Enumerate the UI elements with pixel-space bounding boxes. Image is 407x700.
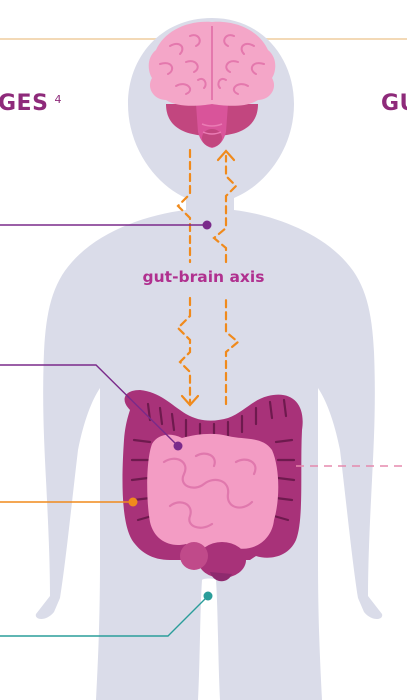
heading-left: GES 4 [0,91,62,116]
pointer-dot-colon [174,442,183,451]
heading-right-text: GU [381,91,407,116]
heading-left-reference: 4 [54,93,62,106]
heading-right: GU [381,91,407,116]
heading-left-text: GES [0,91,48,116]
pointer-dot-small-intestine [129,498,138,507]
pointer-dot-lower [204,592,213,601]
gut-brain-axis-label: gut-brain axis [0,268,407,286]
pointer-dot-brain [203,221,212,230]
